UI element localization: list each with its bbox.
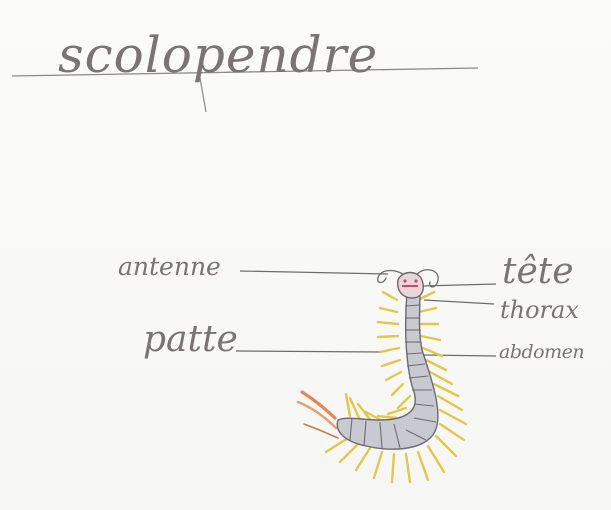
label-abdomen: abdomen: [499, 343, 584, 362]
leader-line-thorax: [424, 300, 494, 304]
leader-line-tete: [422, 284, 496, 286]
leader-line-antenne: [240, 271, 388, 274]
leader-line-patte: [236, 351, 382, 352]
label-thorax: thorax: [500, 298, 579, 322]
label-patte: patte: [143, 322, 238, 358]
tail-appendages: [298, 392, 338, 438]
legs: [326, 292, 466, 482]
leader-line-abdomen: [424, 355, 496, 356]
label-antenne: antenne: [118, 254, 221, 279]
centipede-body: [337, 292, 438, 449]
label-tete: tête: [502, 254, 574, 290]
page-title: scolopendre: [58, 30, 378, 80]
centipede-head: [398, 273, 424, 299]
